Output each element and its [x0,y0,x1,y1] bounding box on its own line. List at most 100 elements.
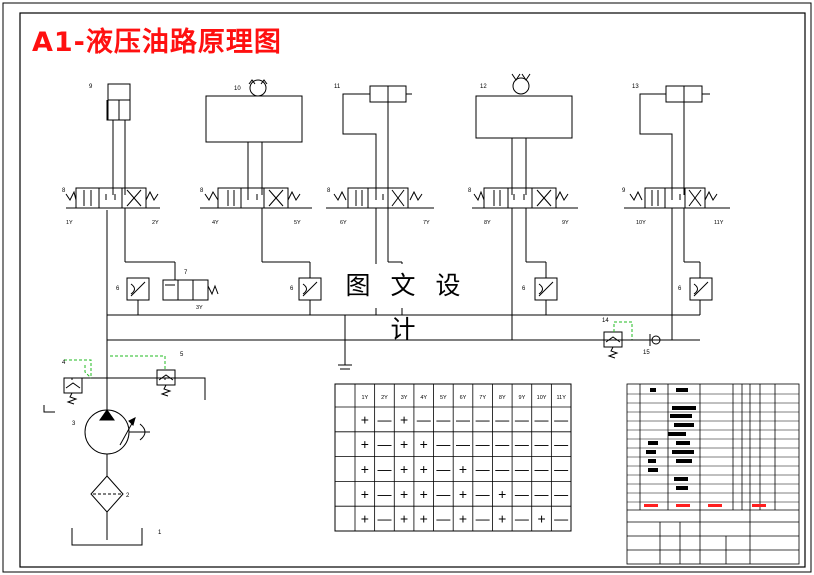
title-block-text-mark [674,477,688,481]
table-cell: + [420,436,428,452]
solenoid-label-2Y: 2Y [152,220,159,226]
component-number-6: 6 [116,286,120,292]
component-number-repeat: 8 [200,188,204,194]
title-block-text-mark [676,486,688,490]
table-cell: — [515,411,529,427]
table-cell: + [400,411,408,427]
table-header-2Y: 2Y [381,395,388,401]
table-cell: — [554,486,568,502]
table-cell: — [476,461,490,477]
table-cell: — [515,511,529,527]
table-cell: — [554,411,568,427]
table-cell: + [420,461,428,477]
component-number-repeat: 8 [468,188,472,194]
table-cell: — [436,461,450,477]
table-cell: + [361,511,369,527]
table-cell: — [456,436,470,452]
tank-symbol [71,528,143,546]
table-cell: + [361,436,369,452]
title-block-text-mark [670,414,692,418]
table-cell: + [400,461,408,477]
component-number-repeat: 8 [327,188,331,194]
title-block-text-mark [676,441,690,445]
solenoid-label-7Y: 7Y [423,220,430,226]
title-block-text-mark [648,459,656,463]
component-number-7: 7 [184,270,188,276]
table-header-5Y: 5Y [440,395,447,401]
component-number-12: 12 [480,84,487,90]
table-cell: + [420,511,428,527]
table-cell: + [361,486,369,502]
component-number-repeat: 6 [290,286,294,292]
table-header-10Y: 10Y [537,395,547,401]
table-header-4Y: 4Y [420,395,427,401]
table-cell: + [361,411,369,427]
table-cell: — [515,461,529,477]
inner-frame [19,12,806,568]
table-cell: — [554,511,568,527]
component-number-repeat: 6 [678,286,682,292]
table-cell: + [498,511,506,527]
title-block-text-mark [672,450,694,454]
table-cell: + [459,486,467,502]
table-cell: — [456,411,470,427]
table-header-1Y: 1Y [361,395,368,401]
table-cell: — [535,436,549,452]
component-number-9: 9 [89,84,93,90]
table-cell: + [400,511,408,527]
table-cell: + [498,486,506,502]
component-number-4: 4 [62,360,66,366]
table-cell: — [515,436,529,452]
component-number-repeat: 9 [622,188,626,194]
table-cell: — [476,486,490,502]
table-header-6Y: 6Y [460,395,467,401]
title-block-text-mark [676,459,692,463]
solenoid-label-5Y: 5Y [294,220,301,226]
title-block-red-mark [676,504,690,507]
table-cell: — [535,411,549,427]
table-cell: + [400,486,408,502]
table-cell: + [400,436,408,452]
component-number-13: 13 [632,84,639,90]
table-cell: + [361,461,369,477]
table-cell: — [554,461,568,477]
table-cell: — [436,486,450,502]
title-block-text-mark [672,406,696,410]
table-cell: — [377,411,391,427]
solenoid-label-10Y: 10Y [636,220,646,226]
table-header-9Y: 9Y [519,395,526,401]
table-cell: — [495,436,509,452]
title-block-text-mark [676,388,688,392]
component-number-5: 5 [180,352,184,358]
watermark-text: 图 文 设 计 [330,264,482,344]
table-cell: + [420,486,428,502]
table-cell: — [377,461,391,477]
table-header-7Y: 7Y [479,395,486,401]
component-number-repeat: 6 [522,286,526,292]
circuit-branch-4 [472,73,578,340]
component-number-11: 11 [334,84,341,90]
title-block-red-mark [752,504,766,507]
component-number-1: 1 [158,530,162,536]
circuit-branch-2 [200,79,322,315]
table-cell: — [495,461,509,477]
component-number-3: 3 [72,421,76,427]
component-number-10: 10 [234,86,241,92]
table-cell: — [417,411,431,427]
drawing-title: A1-液压油路原理图 [32,27,282,58]
table-header-3Y: 3Y [401,395,408,401]
title-block [626,383,800,565]
title-block-red-mark [644,504,658,507]
table-cell: — [436,411,450,427]
component-number-14: 14 [602,318,609,324]
table-cell: — [436,511,450,527]
table-cell: — [535,461,549,477]
title-block-text-mark [650,388,656,392]
circuit-branch-1 [65,83,219,315]
relief-valve-4 [43,359,92,413]
table-cell: — [476,511,490,527]
table-cell: — [554,436,568,452]
valve-14-15 [603,321,661,359]
table-cell: + [459,511,467,527]
